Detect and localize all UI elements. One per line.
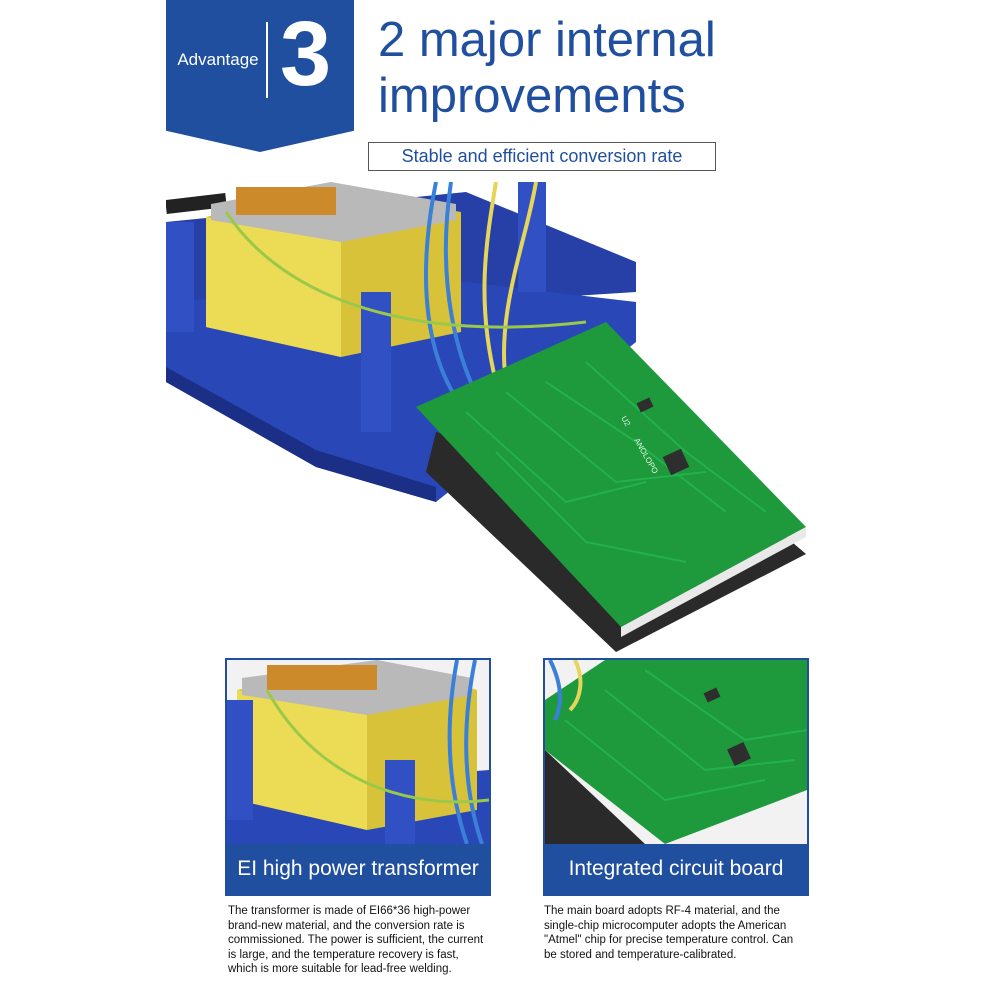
subtitle-box: Stable and efficient conversion rate (368, 142, 716, 171)
wire-yellow-1 (482, 182, 498, 383)
transformer-core-front (206, 217, 341, 357)
feature-card-circuit-board: Integrated circuit board (543, 658, 809, 896)
wire-ground (224, 211, 587, 329)
badge-number: 3 (280, 3, 332, 105)
feature-description-circuit-board: The main board adopts RF-4 material, and… (544, 905, 794, 961)
badge-divider (266, 22, 268, 98)
page-title: 2 major internal improvements (378, 13, 716, 123)
chip-small (636, 397, 654, 413)
post-left (166, 222, 194, 332)
transformer-coil (236, 187, 336, 215)
feature-title-transformer: EI high power transformer (227, 844, 489, 894)
chip-main (662, 448, 690, 476)
power-cable (166, 193, 227, 214)
hero-illustration: U2 ANOLOPO (166, 182, 836, 652)
transformer-closeup-image (227, 660, 489, 844)
pcb-edge (621, 527, 806, 637)
advantage-badge: Advantage 3 (166, 0, 354, 152)
circuit-board-closeup-image (545, 660, 807, 844)
circuit-board-closeup-svg (545, 660, 807, 844)
transformer-closeup-svg (227, 660, 489, 844)
housing-front (166, 367, 436, 502)
feature-card-transformer: EI high power transformer (225, 658, 491, 896)
feature-title-circuit-board: Integrated circuit board (545, 844, 807, 894)
pcb-traces (465, 361, 767, 563)
hero-svg: U2 ANOLOPO (166, 182, 806, 652)
badge-label: Advantage (177, 50, 259, 69)
feature-description-transformer: The transformer is made of EI66*36 high-… (228, 905, 484, 975)
wire-yellow-2 (501, 182, 538, 383)
